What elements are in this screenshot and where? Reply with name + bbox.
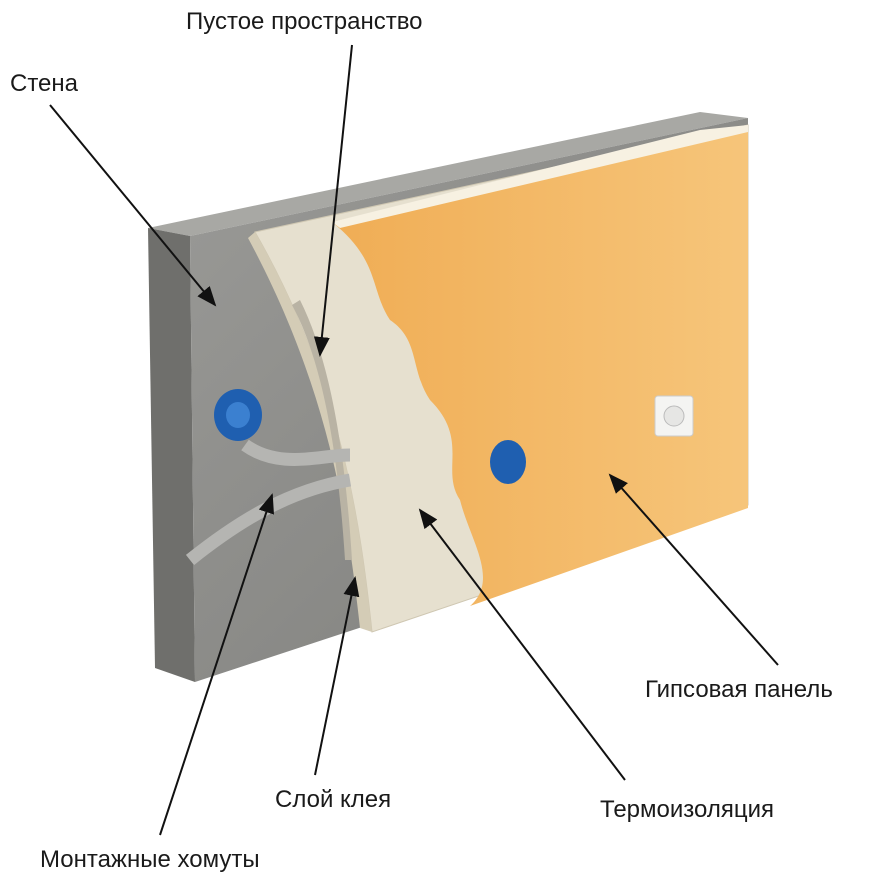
insulation-edge	[248, 232, 372, 632]
arrow-insulation	[418, 508, 626, 781]
arrow-glue-layer	[314, 576, 360, 776]
gypsum-panel	[332, 125, 748, 606]
label-insulation: Термоизоляция	[600, 796, 774, 823]
arrow-gypsum-panel	[608, 473, 779, 666]
junction-box-panel	[490, 440, 526, 484]
wall-side-edge	[148, 228, 195, 682]
wall-top-edge	[148, 112, 748, 236]
arrow-mounting-clamps	[159, 493, 274, 836]
label-empty-space: Пустое пространство	[186, 8, 423, 35]
arrow-empty-space	[313, 44, 353, 357]
arrow-wall	[49, 104, 217, 307]
label-mounting-clamps: Монтажные хомуты	[40, 846, 260, 873]
label-wall: Стена	[10, 70, 79, 97]
label-gypsum-panel: Гипсовая панель	[645, 676, 833, 703]
glue-layer	[292, 300, 352, 560]
panel-top-edge	[332, 125, 748, 228]
conduit-upper	[241, 439, 351, 466]
label-glue-layer: Слой клея	[275, 786, 392, 813]
